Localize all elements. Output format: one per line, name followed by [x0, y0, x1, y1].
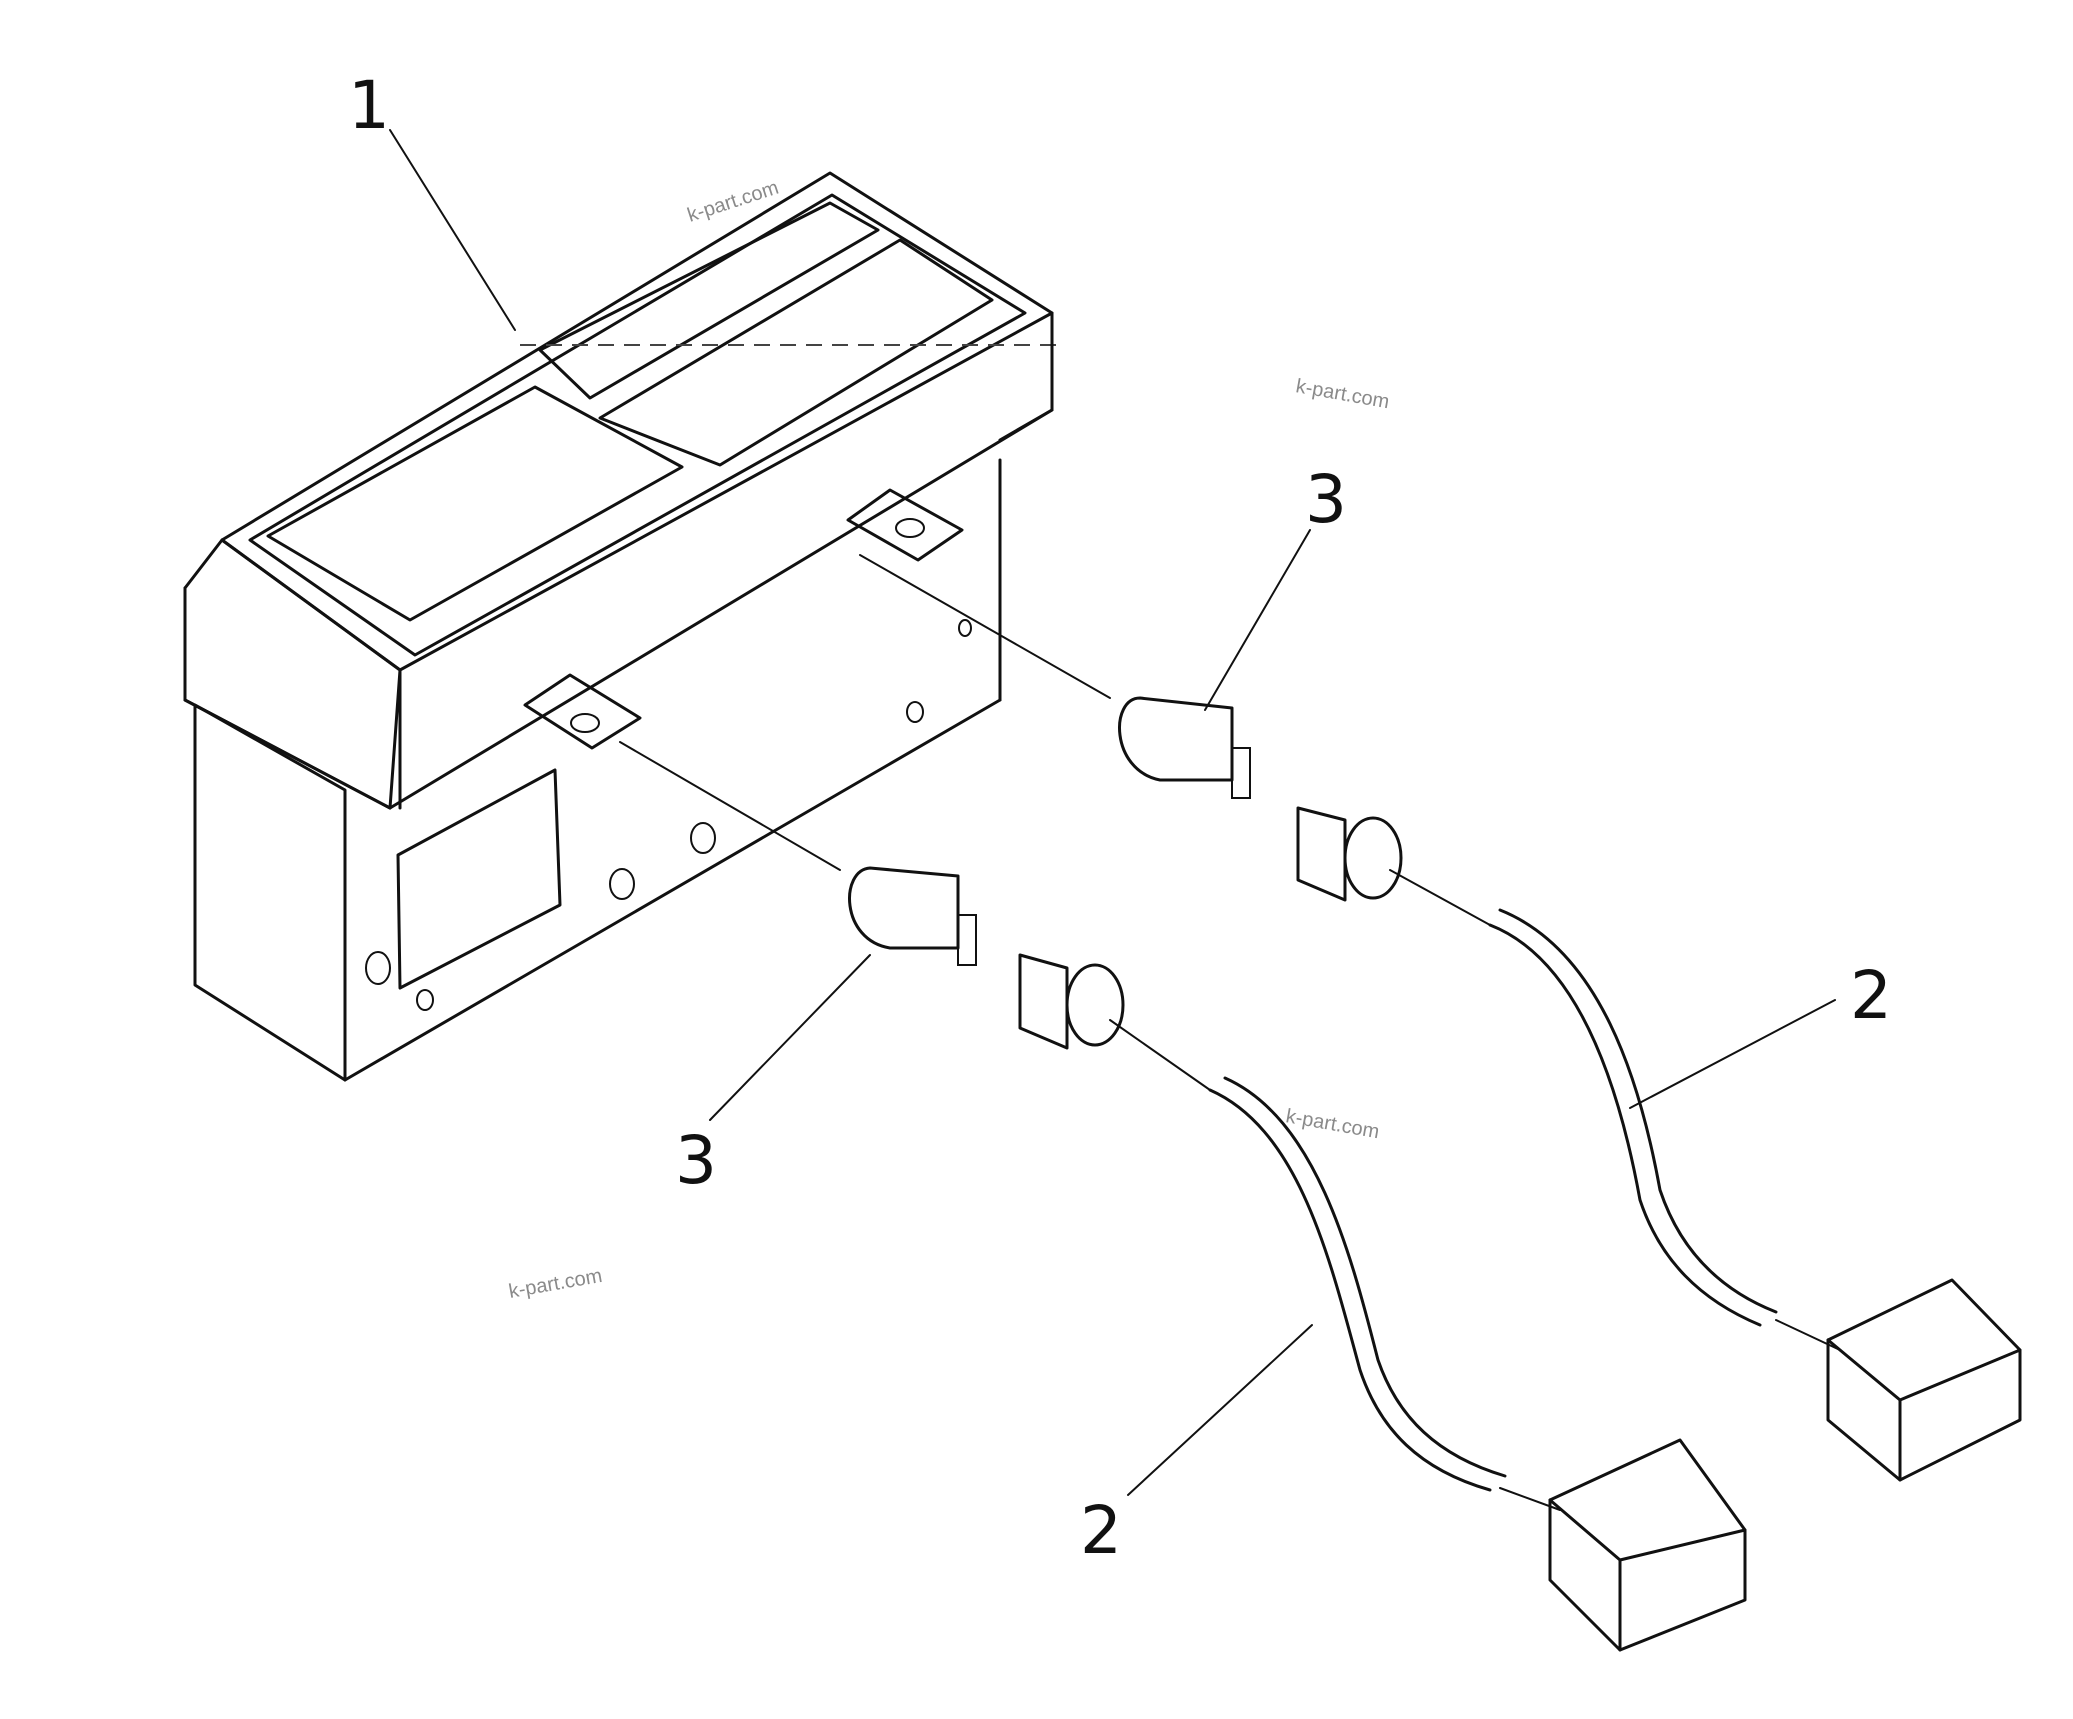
alignment-line-upper	[859, 554, 1111, 699]
leader-line-2-left	[1127, 1324, 1313, 1496]
callout-3-upper: 3	[1305, 461, 1347, 538]
bulb-upper	[1118, 696, 1251, 799]
leader-line-3-upper	[1204, 529, 1311, 711]
watermark: k-part.com	[507, 1265, 604, 1303]
leader-line-1	[389, 129, 516, 331]
leader-line-3-lower	[709, 954, 871, 1121]
alignment-line-lower	[619, 741, 841, 871]
watermark: k-part.com	[685, 177, 782, 227]
monitor-panel-housing	[183, 171, 1056, 1082]
leader-line-2-right	[1629, 999, 1836, 1109]
callout-1: 1	[348, 67, 390, 144]
callout-2-right: 2	[1850, 957, 1892, 1034]
callout-3-lower: 3	[675, 1122, 717, 1199]
callout-2-left: 2	[1080, 1492, 1122, 1569]
watermark: k-part.com	[1284, 1105, 1381, 1143]
socket-harness-left	[1018, 953, 1747, 1652]
bulb-lower	[848, 866, 977, 966]
watermark: k-part.com	[1294, 375, 1391, 413]
socket-harness-right	[1296, 806, 2022, 1482]
